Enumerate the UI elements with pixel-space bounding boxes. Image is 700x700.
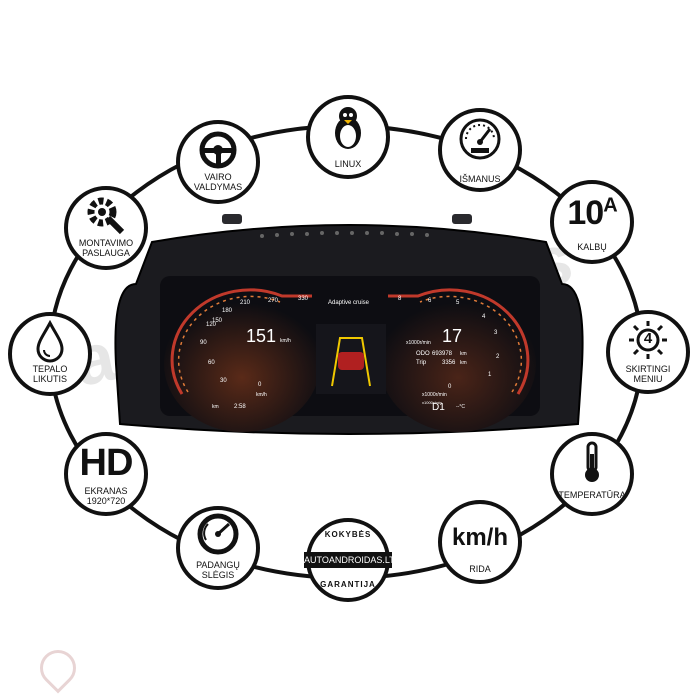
feature-label: TEPALO <box>32 364 68 374</box>
thermometer-icon <box>585 441 599 482</box>
feature-temperatura: TEMPERATŪRA <box>550 432 634 516</box>
feature-tepalo: TEPALO LIKUTIS <box>8 312 92 396</box>
feature-label: 1920*720 <box>86 496 126 506</box>
feature-rida: km/h RIDA <box>438 500 522 584</box>
feature-label: EKRANAS <box>84 486 128 496</box>
rpm-tick: 6 <box>428 298 432 304</box>
speed-tick: 150 <box>212 318 223 324</box>
speed-tick: 270 <box>268 298 279 304</box>
rpm-dial <box>380 296 536 432</box>
speed-tick: 120 <box>206 322 217 328</box>
feature-label: VALDYMAS <box>193 182 243 192</box>
rpm-tick: 3 <box>494 330 498 336</box>
feature-montavimo: MONTAVIMO PASLAUGA <box>64 186 148 270</box>
right-unit: x1000r/min <box>422 392 447 398</box>
rpm-tick: 8 <box>398 296 402 302</box>
temp-readout: --°C <box>456 404 465 410</box>
feature-linux: LINUX <box>306 95 390 179</box>
penguin-icon <box>335 107 361 149</box>
speed-unit: km/h <box>280 338 291 344</box>
odo-unit: km <box>460 351 467 357</box>
hd-text: HD <box>79 442 134 484</box>
badge-middle-text: AUTOANDROIDAS.LT <box>304 552 395 568</box>
feature-ismanus: IŠMANUS <box>438 108 522 192</box>
feature-label: LIKUTIS <box>32 374 67 384</box>
trip-label: Trip <box>416 360 427 366</box>
badge-bottom-text: GARANTIJA <box>320 580 376 589</box>
rpm-tick: 1 <box>488 372 492 378</box>
feature-kalbu: 10A KALBŲ <box>550 180 634 264</box>
bottom-km: km <box>212 404 219 410</box>
gear-indicator: D1 <box>432 402 445 413</box>
instrument-cluster: Adaptive cruise 151 km/h 17 x1000r/min O… <box>114 214 584 435</box>
feature-label: MENIU <box>633 374 663 384</box>
rpm-sub-unit: x1000r/min <box>422 400 442 405</box>
feature-skirtingi: 4 SKIRTINGI MENIU <box>606 310 690 394</box>
feature-label: PADANGŲ <box>196 560 240 570</box>
rpm-tick: 2 <box>496 354 500 360</box>
rpm-tick: 0 <box>448 384 452 390</box>
badge-top-text: KOKYBĖS <box>324 530 372 539</box>
trip-unit: km <box>460 360 467 366</box>
speed-tick: 210 <box>240 300 251 306</box>
speed-tick: 180 <box>222 308 233 314</box>
speed-tick: 60 <box>208 360 215 366</box>
rpm-value: 17 <box>442 326 462 346</box>
cluster-header: Adaptive cruise <box>328 300 370 306</box>
kalbu-number: 10A <box>567 194 617 232</box>
rpm-tick: 5 <box>456 300 460 306</box>
rpm-tick: 4 <box>482 314 486 320</box>
feature-label: IŠMANUS <box>459 174 501 184</box>
feature-label: PASLAUGA <box>82 248 130 258</box>
kmh-text: km/h <box>451 524 508 551</box>
feature-vairo: VAIRO VALDYMAS <box>176 120 260 204</box>
speed-tick: 330 <box>298 296 309 302</box>
feature-label: RIDA <box>469 564 491 574</box>
feature-padangu: PADANGŲ SLĖGIS <box>176 506 260 590</box>
speed-tick: 30 <box>220 378 227 384</box>
speed-value: 151 <box>246 326 276 346</box>
sun-number-icon <box>629 321 667 359</box>
feature-label: MONTAVIMO <box>78 238 134 248</box>
feature-label: TEMPERATŪRA <box>558 490 626 500</box>
clock: 2:58 <box>234 404 246 410</box>
skirtingi-number: 4 <box>643 330 653 347</box>
left-unit: km/h <box>256 392 267 398</box>
feature-label: SLĖGIS <box>201 570 235 580</box>
tools-icon <box>87 197 125 235</box>
feature-hd: HD EKRANAS 1920*720 <box>64 432 148 516</box>
feature-label: KALBŲ <box>577 242 607 252</box>
steering-wheel-icon <box>199 131 237 169</box>
rpm-unit: x1000r/min <box>406 340 431 346</box>
speed-tick: 90 <box>200 340 207 346</box>
quality-badge: KOKYBĖS AUTOANDROIDAS.LT GARANTIJA <box>304 518 395 602</box>
car-icon <box>338 352 364 370</box>
trip-value: 3356 <box>442 360 456 366</box>
speed-dial <box>164 296 320 432</box>
feature-label: SKIRTINGI <box>625 364 671 374</box>
pressure-gauge-icon <box>197 513 239 555</box>
odo-label: ODO <box>416 351 430 357</box>
speed-tick: 0 <box>258 382 262 388</box>
feature-label: LINUX <box>334 159 362 169</box>
oil-drop-icon <box>36 320 64 363</box>
feature-label: VAIRO <box>204 172 232 182</box>
odo-value: 693978 <box>432 351 453 357</box>
lane-lines <box>331 337 371 387</box>
speedometer-icon <box>459 118 501 160</box>
